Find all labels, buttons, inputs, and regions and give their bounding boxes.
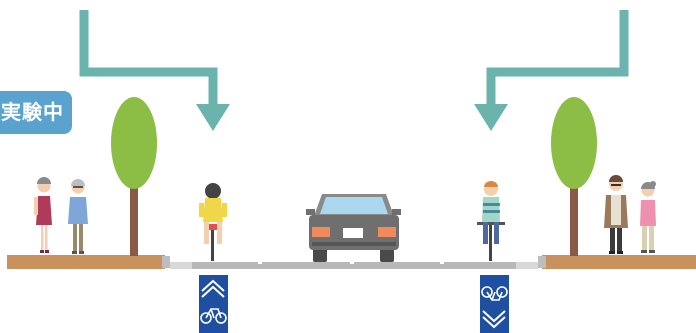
experiment-badge: 実験中 [0, 91, 72, 134]
pedestrian-man-right [604, 175, 628, 254]
left-bicycle-lane-sign [199, 275, 228, 333]
pedestrian-woman-left [34, 177, 52, 253]
right-sidewalk [542, 255, 696, 269]
cyclist-right [477, 181, 505, 261]
car [306, 194, 401, 262]
pedestrian-woman-right [640, 181, 656, 253]
left-sidewalk [7, 255, 165, 269]
cyclist-left [199, 183, 227, 261]
right-tree [551, 97, 597, 256]
left-tree [111, 97, 157, 256]
pedestrian-man-left [68, 179, 88, 254]
left-down-arrow-icon [84, 10, 230, 131]
right-bicycle-lane-sign [480, 275, 509, 333]
road-surface [162, 256, 546, 269]
right-down-arrow-icon [474, 10, 624, 131]
